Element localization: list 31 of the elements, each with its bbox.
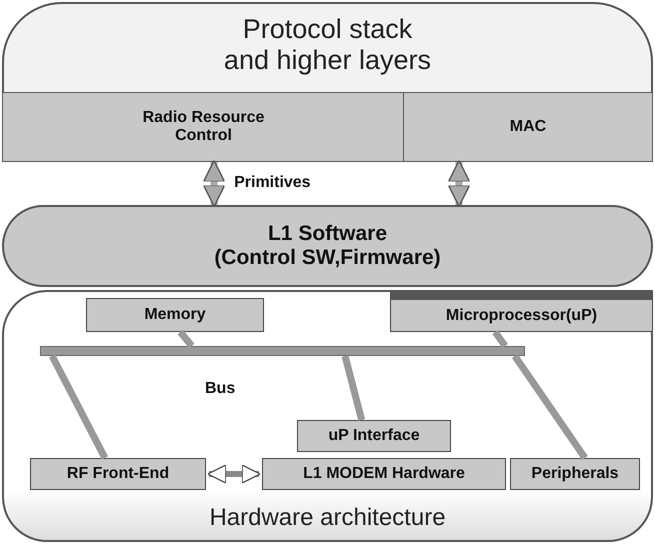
bus-connector xyxy=(512,354,588,460)
block-label: MAC xyxy=(510,118,546,136)
bus-connector xyxy=(492,330,508,348)
component-box xyxy=(297,420,451,452)
block-label: Radio Resource Control xyxy=(142,109,266,145)
layer-panel xyxy=(2,2,653,162)
component-box xyxy=(30,458,206,490)
component-box xyxy=(510,458,640,490)
component-label: Memory xyxy=(144,306,206,324)
hardware-panel xyxy=(2,290,653,542)
layer-block xyxy=(2,92,405,162)
layer-block xyxy=(403,92,653,162)
component-label: uP Interface xyxy=(328,427,420,445)
double-arrow xyxy=(202,160,226,208)
component-box xyxy=(86,298,264,332)
layer-label: L1 Software xyxy=(268,222,388,246)
double-arrow xyxy=(448,160,470,208)
component-box xyxy=(262,458,506,490)
bus-connector xyxy=(49,354,108,460)
double-arrow xyxy=(207,464,261,484)
bus-connector xyxy=(178,330,195,348)
layer-label: (Control SW,Firmware) xyxy=(214,246,441,270)
bus-connector xyxy=(342,355,366,421)
bus-label: Bus xyxy=(205,380,236,398)
component-label: RF Front-End xyxy=(66,465,170,483)
layer-title: Protocol stack and higher layers xyxy=(222,14,432,76)
component-label: L1 MODEM Hardware xyxy=(303,465,465,483)
layer-title: Hardware architecture xyxy=(209,504,446,532)
component-label: Microprocessor(uP) xyxy=(446,306,598,324)
component-box xyxy=(390,290,653,332)
component-label: Peripherals xyxy=(531,465,619,483)
